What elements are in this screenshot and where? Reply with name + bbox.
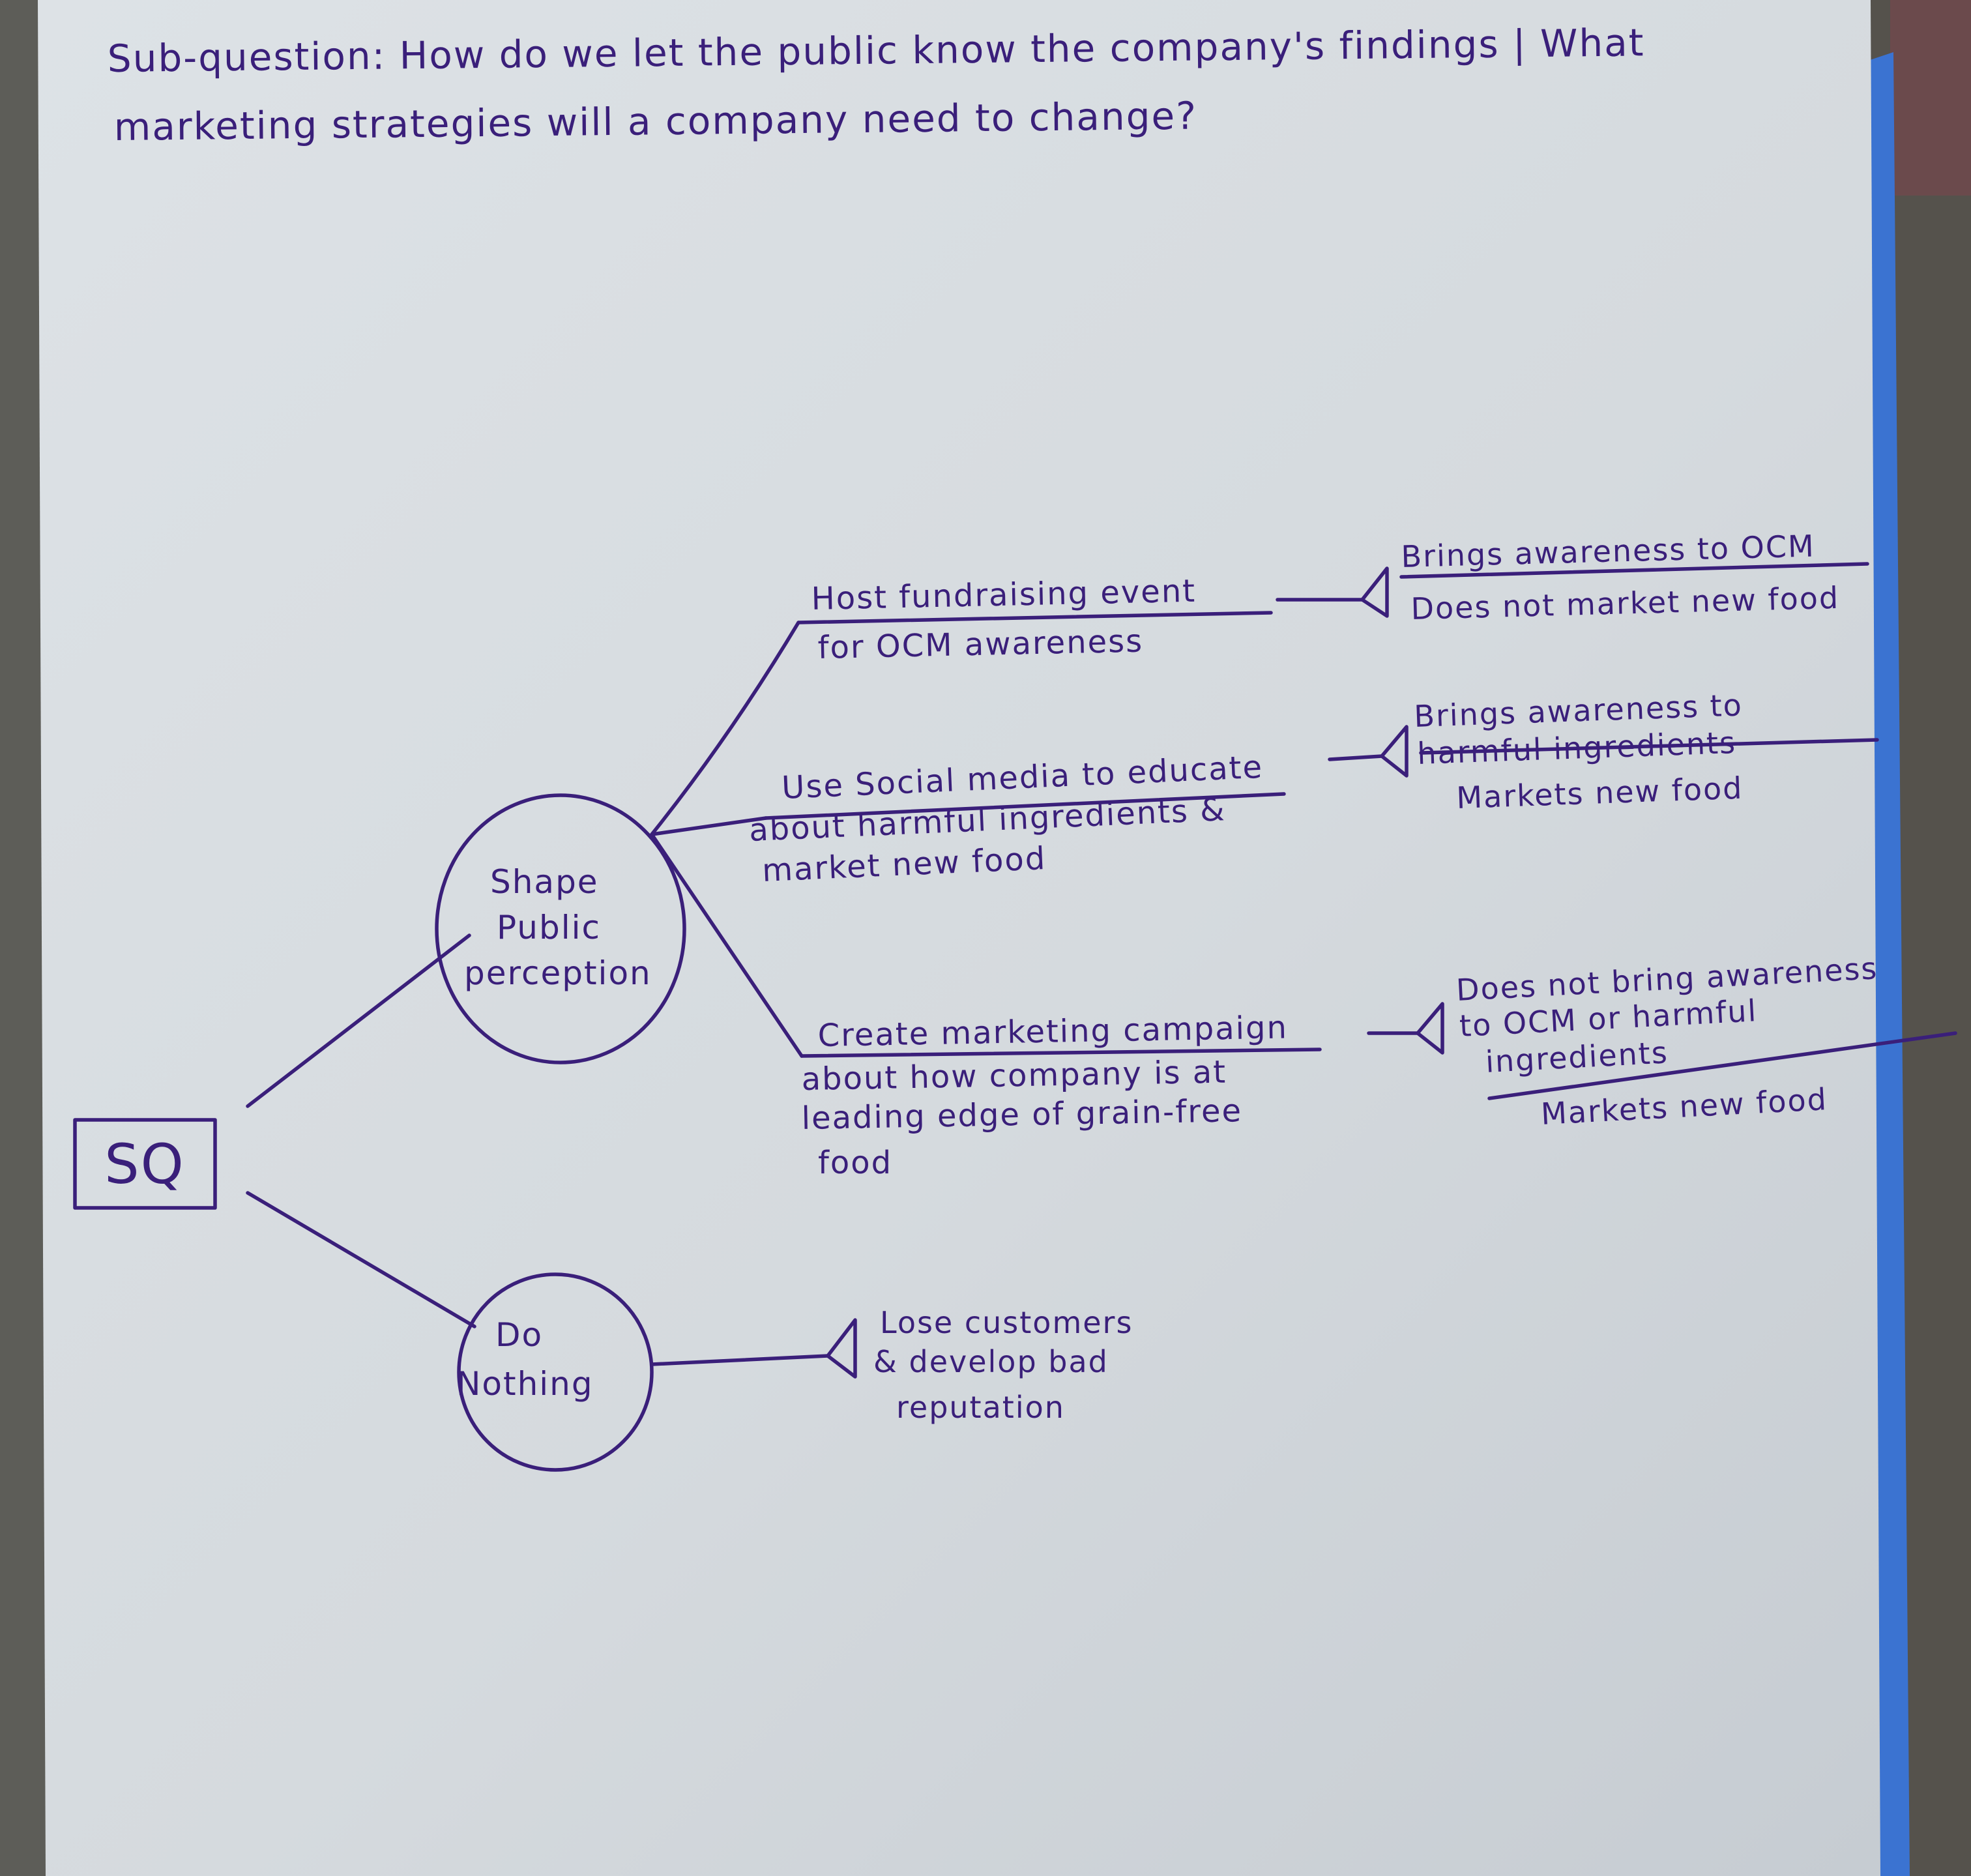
line-nothing-to-outcome (650, 1354, 830, 1366)
decision-circle-shape (435, 793, 686, 1064)
line-option-2-to-outcome (1328, 754, 1384, 761)
option-1-line-2: for OCM awareness (817, 623, 1144, 666)
option-3-line-2: about how company is at (801, 1054, 1227, 1098)
nothing-outcome-line-1: Lose customers (880, 1305, 1133, 1340)
shape-line-1: Shape (490, 863, 599, 901)
line-shape-to-option-1 (650, 621, 800, 836)
decision-circle-nothing (457, 1272, 654, 1472)
outcome-3-divider (1487, 1031, 1957, 1100)
outcome-2: Brings awareness to harmful ingredients … (1413, 687, 1744, 815)
option-1-line-1: Host fundraising event (811, 573, 1196, 617)
shape-line-3: perception (464, 954, 652, 992)
option-2-underline (764, 792, 1286, 820)
nothing-line-2: Nothing (456, 1365, 594, 1403)
nothing-line-1: Do (495, 1316, 543, 1354)
nothing-outcome-line-2: & develop bad (873, 1344, 1109, 1379)
option-3-line-3: leading edge of grain-free (801, 1092, 1242, 1137)
option-3-line-4: food (818, 1145, 892, 1181)
option-3-underline (800, 1048, 1322, 1058)
option-3: Create marketing campaign about how comp… (801, 1009, 1288, 1181)
outcome-2-divider (1419, 738, 1879, 755)
shape-line-2: Public (497, 909, 601, 946)
root-node: SQ (73, 1118, 217, 1210)
terminal-marker-nothing (826, 1318, 857, 1379)
line-shape-to-option-3 (650, 832, 804, 1058)
decision-shape-public-perception: Shape Public perception (435, 793, 686, 1064)
option-3-line-1: Create marketing campaign (817, 1009, 1288, 1054)
nothing-outcome-line-3: reputation (896, 1390, 1065, 1425)
terminal-marker-3 (1416, 1002, 1444, 1055)
line-sq-to-nothing (246, 1191, 476, 1328)
decision-do-nothing: Do Nothing (456, 1272, 654, 1472)
line-shape-to-option-2 (650, 816, 768, 836)
terminal-marker-2 (1380, 725, 1409, 778)
outcome-do-nothing: Lose customers & develop bad reputation (873, 1305, 1133, 1425)
outcome-1-divider (1399, 562, 1869, 579)
paper-sheet (38, 0, 1880, 1876)
terminal-marker-1 (1360, 566, 1389, 618)
connectors (246, 562, 1957, 1366)
line-sq-to-shape (246, 933, 471, 1108)
option-1-underline (796, 611, 1273, 624)
terminal-markers (826, 566, 1444, 1379)
root-box (73, 1118, 217, 1210)
option-1: Host fundraising event for OCM awareness (811, 573, 1196, 666)
root-label: SQ (104, 1132, 184, 1196)
